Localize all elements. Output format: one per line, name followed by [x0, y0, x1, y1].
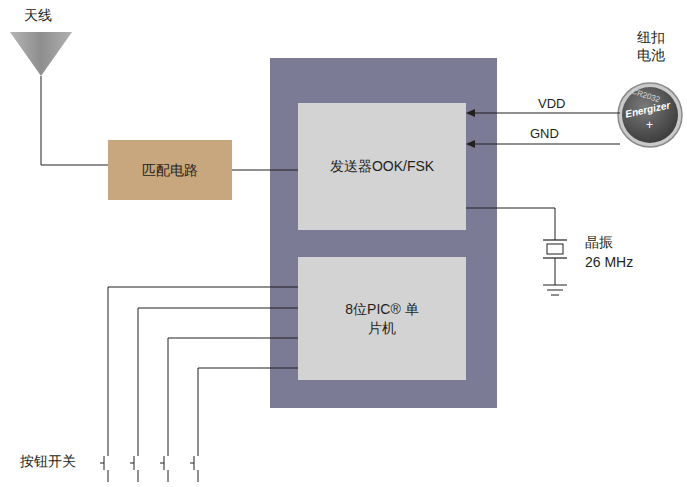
crystal-symbol [547, 244, 563, 254]
button-wire [168, 338, 298, 452]
matching-circuit-box: 匹配电路 [108, 140, 232, 200]
button-wire [138, 308, 298, 452]
connector-line [474, 113, 620, 114]
coin-battery-face [622, 87, 678, 143]
crystal-label: 晶振 [585, 234, 613, 251]
ground-symbol [551, 295, 559, 296]
antenna-symbol [10, 32, 72, 76]
node-text: 纽扣 电池 [635, 28, 667, 64]
node-text: 发送器OOK/FSK [330, 157, 434, 175]
signal-name: GND [530, 126, 559, 142]
connector [232, 170, 298, 171]
antenna-wire [41, 76, 108, 165]
coin-battery [618, 83, 682, 147]
button-wire [108, 287, 298, 452]
switch-label: 按钮开关 [20, 453, 76, 470]
frequency-label: 26 MHz [585, 254, 633, 271]
arrow-head [466, 109, 475, 117]
connector-line [474, 144, 620, 145]
node-text: 8位PIC® 单片机 [343, 300, 421, 336]
chip-package [270, 58, 497, 408]
transmitter-box: 发送器OOK/FSK [298, 103, 466, 230]
arrow-head [466, 140, 475, 148]
ground-symbol [547, 290, 563, 291]
node-text: 匹配电路 [142, 161, 198, 179]
signal-name: VDD [538, 96, 565, 112]
connector [466, 140, 620, 148]
connector-line [232, 170, 298, 171]
battery-polarity-text: + [646, 118, 653, 132]
crystal-wire [466, 208, 555, 240]
antenna-label: 天线 [24, 7, 52, 24]
ground-wire [555, 258, 556, 285]
ground-symbol [543, 285, 567, 286]
mcu-box: 8位PIC® 单片机 [298, 257, 466, 380]
switch-symbol [100, 452, 198, 482]
button-wire [198, 368, 298, 452]
crystal-plate [543, 239, 567, 240]
